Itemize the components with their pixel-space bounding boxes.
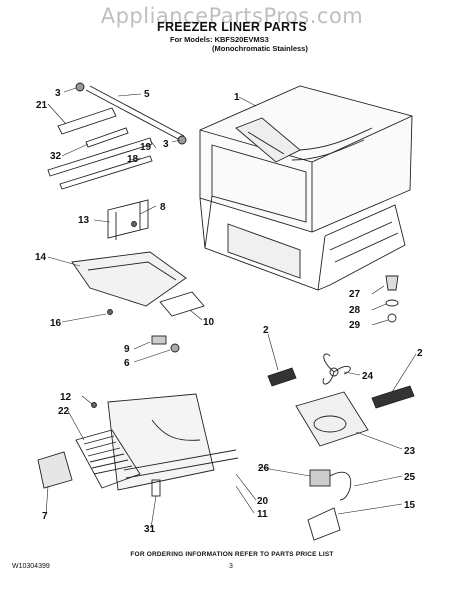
- fan-blade-part: [322, 353, 351, 385]
- callouts: 1 5 3 3 21 32 18 19 8 13 14 16 10 9 6 27…: [35, 88, 423, 535]
- callout-3: 3: [55, 88, 61, 99]
- ordering-note: FOR ORDERING INFORMATION REFER TO PARTS …: [130, 551, 334, 558]
- callout-16: 16: [50, 318, 62, 329]
- watermark: AppliancePartsPros.com: [100, 4, 364, 28]
- cover-part: [159, 291, 205, 317]
- bracket-part: [37, 451, 73, 489]
- screw-part: [131, 221, 137, 227]
- insulation-part: [267, 367, 297, 387]
- callout-5: 5: [144, 89, 150, 100]
- callout-29: 29: [349, 320, 361, 331]
- screw-part: [91, 402, 97, 408]
- rod-part: [85, 85, 185, 141]
- louver-slots: [83, 435, 133, 475]
- callout-21: 21: [36, 100, 48, 111]
- callout-8: 8: [160, 202, 166, 213]
- callout-23: 23: [404, 446, 416, 457]
- callout-22: 22: [58, 406, 70, 417]
- document-number: W10304399: [12, 563, 50, 570]
- washer-part: [385, 299, 399, 307]
- callout-14: 14: [35, 252, 47, 263]
- wire-harness-part: [329, 471, 352, 501]
- grommet-part: [387, 313, 397, 323]
- screw-part: [107, 309, 113, 315]
- callout-31: 31: [144, 524, 156, 535]
- motor-part: [309, 469, 331, 487]
- callout-19: 19: [140, 142, 152, 153]
- callout-9: 9: [124, 344, 130, 355]
- clip-part: [170, 343, 180, 353]
- callout-24: 24: [362, 371, 374, 382]
- model-line: For Models: KBFS20EVMS3: [170, 35, 269, 44]
- end-cap-part: [75, 82, 85, 92]
- end-cap-part: [177, 135, 187, 145]
- leader-lines: [45, 87, 417, 529]
- bracket-part: [57, 107, 117, 135]
- knob-part: [385, 275, 399, 291]
- fan-housing-part: [295, 391, 369, 447]
- callout-3: 3: [163, 139, 169, 150]
- callout-1: 1: [234, 92, 240, 103]
- callout-25: 25: [404, 472, 416, 483]
- callout-20: 20: [257, 496, 269, 507]
- model-info: For Models: KBFS20EVMS3 (Monochromatic S…: [170, 35, 308, 53]
- model-variant-line: (Monochromatic Stainless): [212, 44, 308, 53]
- rear-panel-part: [107, 393, 215, 491]
- freezer-liner-part: [199, 85, 413, 291]
- support-bracket-part: [107, 199, 149, 239]
- callout-26: 26: [258, 463, 270, 474]
- callout-13: 13: [78, 215, 90, 226]
- callout-2: 2: [263, 325, 269, 336]
- callout-2: 2: [417, 348, 423, 359]
- insulation-part: [371, 385, 415, 409]
- tray-part: [71, 251, 187, 307]
- callout-7: 7: [42, 511, 48, 522]
- callout-10: 10: [203, 317, 215, 328]
- louver-part: [75, 429, 141, 489]
- callout-6: 6: [124, 358, 130, 369]
- callout-15: 15: [404, 500, 416, 511]
- callout-12: 12: [60, 392, 72, 403]
- callout-11: 11: [257, 509, 268, 520]
- sensor-part: [151, 335, 167, 345]
- slide-rail-part: [47, 137, 153, 177]
- callout-27: 27: [349, 289, 361, 300]
- page-title: FREEZER LINER PARTS: [157, 20, 307, 34]
- page-number: 3: [229, 563, 233, 570]
- callout-28: 28: [349, 305, 361, 316]
- callout-18: 18: [127, 154, 139, 165]
- mount-bracket-part: [307, 507, 341, 541]
- callout-32: 32: [50, 151, 62, 162]
